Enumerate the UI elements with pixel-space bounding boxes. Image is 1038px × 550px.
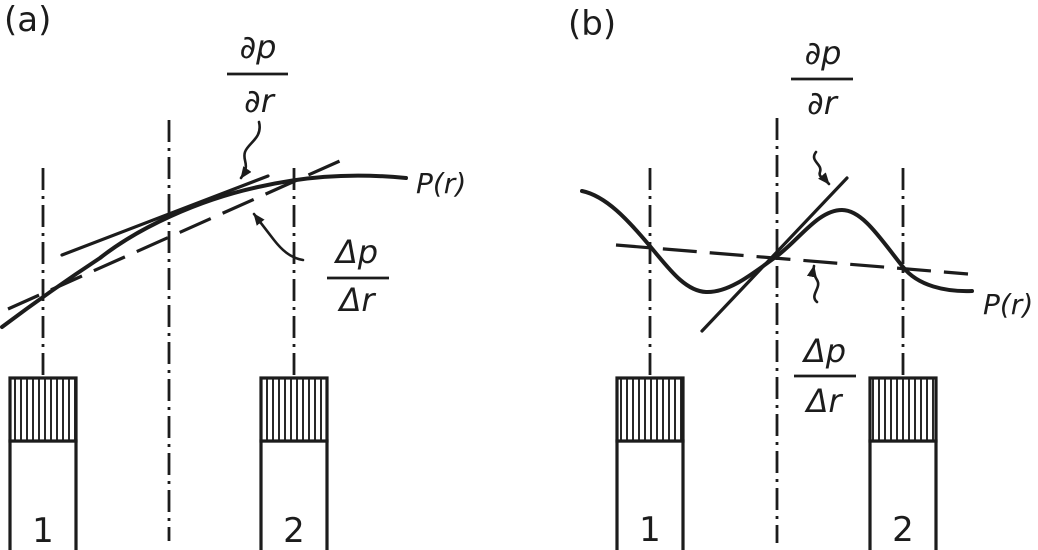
panel-a-well-1-casing (8, 439, 78, 550)
panel-b-tag: (b) (568, 4, 616, 44)
panel-b-tangent-line (700, 176, 849, 333)
panel-b-derivative-leader-arrow (812, 150, 831, 186)
panel-a-difference-fraction: Δp Δr (327, 233, 389, 319)
panel-a-well-1-number: 1 (32, 511, 54, 550)
panel-a-well-2-screen (259, 376, 329, 443)
panel-a-secant-line (7, 158, 343, 311)
panel-b-well-1-number: 1 (639, 510, 661, 550)
panel-a-tag: (a) (4, 0, 51, 40)
panel-b-derivative-numerator: ∂p (805, 34, 842, 72)
panel-b-well-2: 2 (868, 376, 938, 550)
panel-a-derivative-denominator: ∂r (244, 82, 276, 120)
panel-a-difference-denominator: Δr (336, 281, 376, 319)
panel-a-well-2-number: 2 (283, 511, 305, 550)
panel-b-derivative-denominator: ∂r (807, 84, 839, 122)
panel-a: (a) ∂p ∂r Δp Δr P(r) (0, 0, 466, 550)
panel-a-well-1: 1 (8, 376, 78, 550)
panel-a-derivative-numerator: ∂p (240, 28, 277, 66)
panel-b-difference-fraction: Δp Δr (794, 332, 856, 420)
panel-b-difference-numerator: Δp (801, 332, 846, 370)
panel-b-derivative-fraction: ∂p ∂r (791, 34, 853, 122)
panel-b-well-2-number: 2 (892, 510, 914, 550)
panel-b-well-1-screen (615, 376, 685, 443)
panel-a-tangent-line (60, 174, 270, 257)
panel-a-derivative-fraction: ∂p ∂r (227, 28, 288, 120)
panel-b-well-1-casing (615, 439, 685, 550)
panel-b-pressure-curve (580, 189, 974, 295)
panel-a-well-2: 2 (259, 376, 329, 550)
panel-b-well-1: 1 (615, 376, 685, 550)
panel-a-derivative-leader-arrow (239, 120, 261, 180)
panel-b-difference-denominator: Δr (803, 382, 843, 420)
panel-a-difference-numerator: Δp (333, 233, 378, 271)
panel-b-secant-line (615, 243, 969, 276)
panel-b-well-2-screen (868, 376, 938, 443)
panel-a-well-1-screen (8, 376, 78, 443)
panel-b-difference-leader-arrow (806, 264, 820, 304)
panel-a-difference-leader-arrow (252, 212, 305, 262)
panel-b-curve-label: P(r) (983, 288, 1033, 321)
panel-b: (b) ∂p ∂r Δp Δr P(r) (568, 4, 1033, 550)
panel-a-curve-label: P(r) (416, 167, 466, 200)
